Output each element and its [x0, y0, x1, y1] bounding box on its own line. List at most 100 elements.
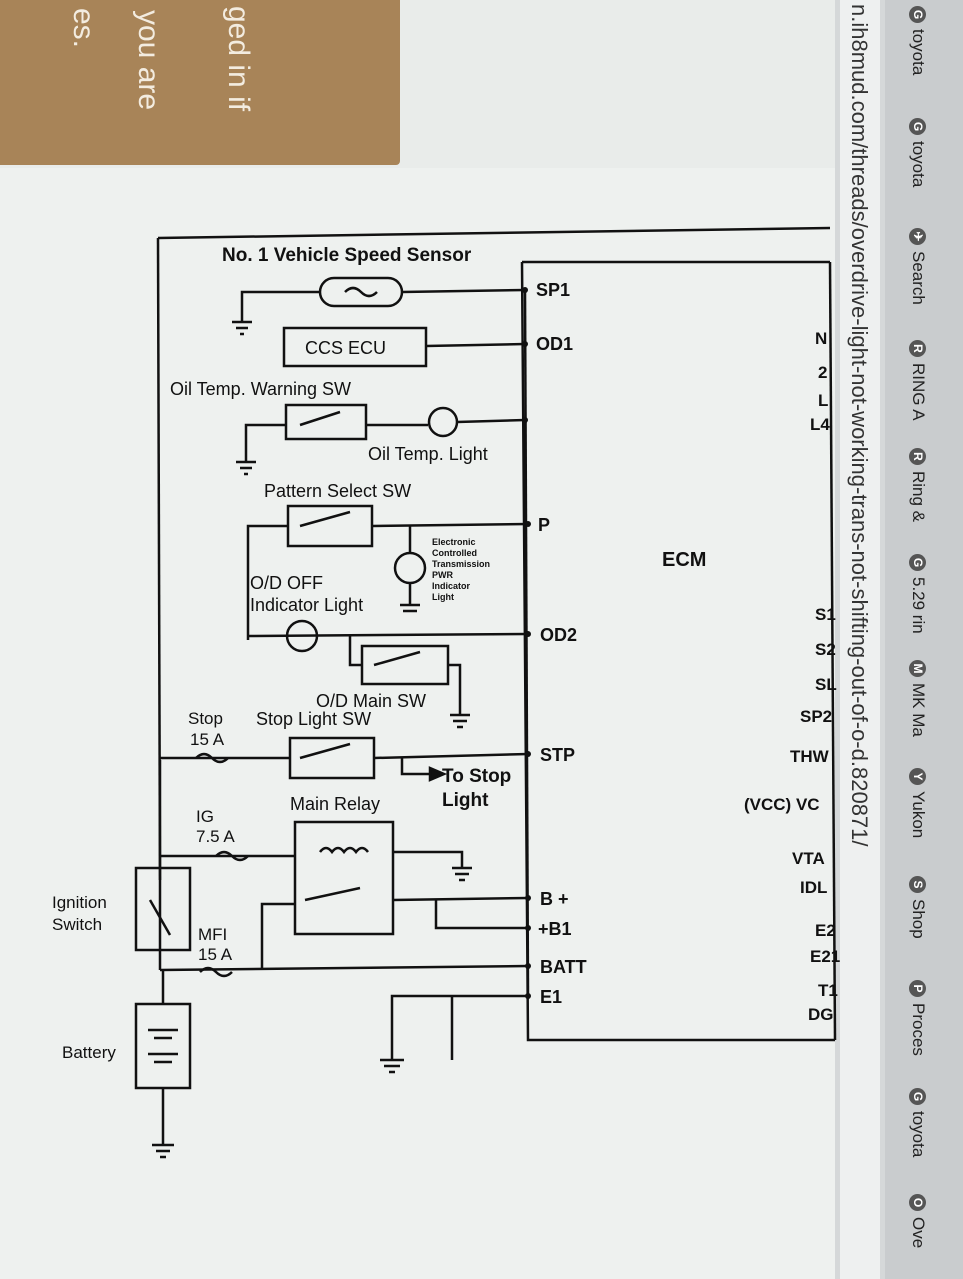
p-wire	[371, 522, 529, 528]
label-stop-fuse-2: 15 A	[190, 730, 225, 749]
pin-label-p: P	[538, 515, 550, 535]
pin-label-e1: E1	[540, 987, 562, 1007]
label-od-off-2: Indicator Light	[250, 595, 363, 615]
pin-label-vta: VTA	[792, 849, 825, 868]
battery-ground	[152, 970, 174, 1159]
label-ig-2: 7.5 A	[196, 827, 235, 846]
stop-sw-blade	[299, 742, 351, 760]
od-off-lamp	[285, 619, 319, 653]
oil-temp-switch	[284, 403, 368, 441]
label-vss: No. 1 Vehicle Speed Sensor	[222, 245, 472, 266]
ignition-blade	[148, 899, 172, 936]
pin-od2	[525, 631, 531, 637]
label-main-relay: Main Relay	[290, 794, 380, 814]
label-mfi-2: 15 A	[198, 945, 233, 964]
ig-fuse	[215, 850, 249, 862]
pin-label-e21: E21	[810, 947, 840, 966]
b1-wire	[434, 900, 528, 930]
pin-label-l: L	[818, 391, 828, 410]
label-oil-temp-light: Oil Temp. Light	[368, 444, 488, 464]
od-main-blade	[373, 650, 421, 667]
main-relay-box	[293, 820, 395, 936]
pin-b-plus	[525, 895, 531, 901]
ground-relay	[393, 850, 472, 882]
pin-label-n: N	[815, 329, 827, 348]
sp1-wire	[401, 288, 526, 294]
label-etc-2: Controlled	[432, 548, 477, 558]
ground-od-main	[448, 663, 470, 729]
relay-contact	[304, 886, 361, 902]
pin-label-s1: S1	[815, 605, 836, 624]
label-mfi-1: MFI	[198, 925, 227, 944]
pin-label-b1: +B1	[538, 919, 572, 939]
relay-coil	[319, 846, 369, 855]
label-ignition-1: Ignition	[52, 893, 107, 912]
login-popup[interactable]: ged in if you are es.	[0, 0, 400, 165]
bookmarks-bar	[885, 0, 963, 1279]
pin-sp1	[522, 287, 528, 293]
pin-label-sp1: SP1	[536, 280, 570, 300]
ecm-box-edge	[520, 261, 835, 1042]
ccs-ecu-box	[282, 326, 428, 368]
od-main-wire-left	[348, 636, 362, 667]
pin-label-stp: STP	[540, 745, 575, 765]
label-ig-1: IG	[196, 807, 214, 826]
label-ignition-2: Switch	[52, 915, 102, 934]
to-stop-arrow	[428, 766, 448, 782]
pin-label-b-plus: B +	[540, 889, 569, 909]
relay-feed-wire	[260, 902, 295, 970]
pin-oil	[522, 417, 528, 423]
pin-label-l4: L4	[810, 415, 830, 434]
pin-label-thw: THW	[790, 747, 830, 766]
battery-cells	[148, 1028, 178, 1064]
od2-wire	[247, 632, 529, 638]
ecm-pin-bus	[523, 289, 530, 997]
pin-label-batt: BATT	[540, 957, 587, 977]
label-ccs-ecu: CCS ECU	[305, 338, 386, 358]
pin-p	[525, 521, 531, 527]
pin-label-idl: IDL	[800, 878, 827, 897]
label-ecm: ECM	[662, 549, 706, 571]
pin-label-od2: OD2	[540, 625, 577, 645]
label-to-stop-1: To Stop	[442, 766, 511, 787]
oil-lamp-wire	[456, 418, 526, 424]
frame-top	[157, 226, 831, 240]
oil-sw-blade	[299, 410, 341, 427]
label-etc-1: Electronic	[432, 537, 476, 547]
etc-pwr-lamp	[393, 551, 427, 585]
ground-vss	[232, 320, 252, 336]
pin-od1	[522, 341, 528, 347]
ground-etc	[400, 583, 420, 613]
label-oil-temp-sw: Oil Temp. Warning SW	[170, 379, 351, 399]
ecm-right-edge	[828, 261, 837, 1041]
oil-sw-wire-left	[244, 423, 286, 462]
label-od-off-1: O/D OFF	[250, 573, 323, 593]
batt-wire	[159, 964, 529, 972]
label-etc-5: Indicator	[432, 581, 471, 591]
pattern-sw-blade	[299, 510, 351, 528]
label-battery: Battery	[62, 1043, 116, 1062]
page-content	[0, 168, 835, 1279]
stp-wire	[373, 752, 529, 760]
pin-label-e2: E2	[815, 921, 836, 940]
pin-label-sp2: SP2	[800, 707, 832, 726]
vss-coil	[344, 286, 378, 298]
label-stop-fuse-1: Stop	[188, 709, 223, 728]
od1-wire	[425, 342, 526, 348]
pin-label-2: 2	[818, 363, 827, 382]
e1-ground	[380, 994, 528, 1074]
mfi-fuse	[199, 966, 233, 978]
pin-batt	[525, 963, 531, 969]
label-etc-6: Light	[432, 592, 454, 602]
pin-stp	[525, 751, 531, 757]
pin-label-vc: (VCC) VC	[744, 795, 820, 814]
label-etc-4: PWR	[432, 570, 453, 580]
to-stop-light-wire	[400, 758, 430, 776]
label-to-stop-2: Light	[442, 790, 489, 811]
address-bar[interactable]	[840, 0, 880, 1279]
pin-label-t1: T1	[818, 981, 838, 1000]
pattern-wire-left	[246, 524, 288, 640]
vss-wire-left	[240, 290, 320, 322]
